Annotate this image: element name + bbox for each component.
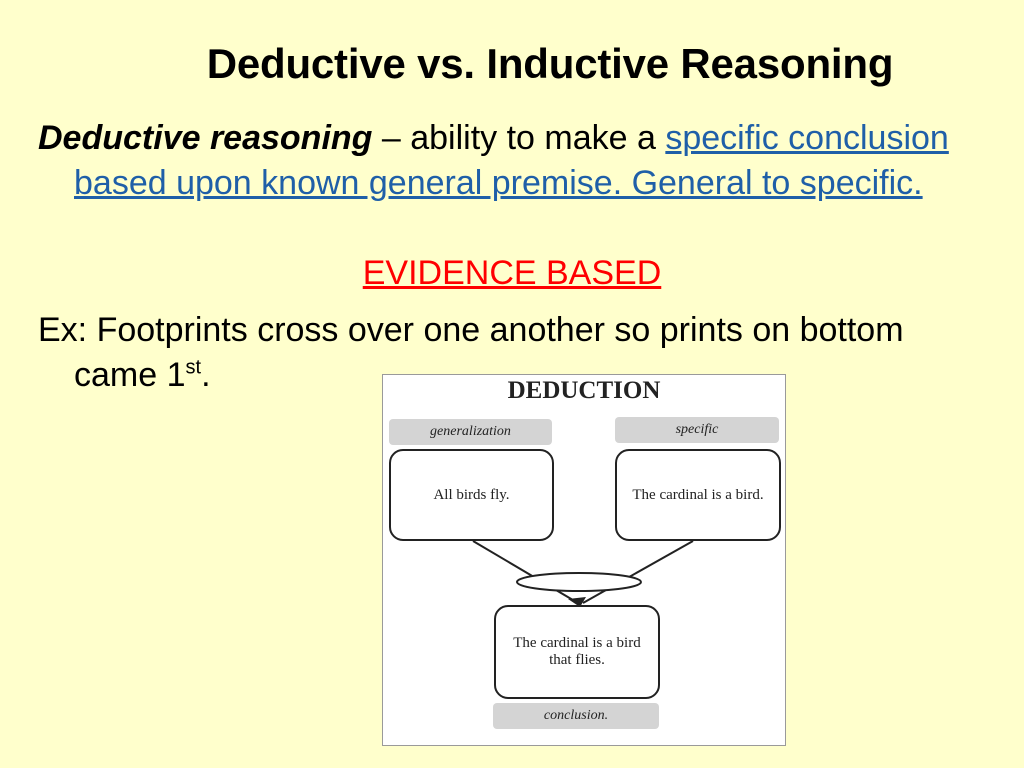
merge-ellipse [516, 572, 642, 592]
slide-title: Deductive vs. Inductive Reasoning [206, 40, 894, 87]
definition-dash: – [372, 119, 411, 157]
example-text: Ex: Footprints cross over one another so… [38, 311, 904, 394]
example-paragraph: Ex: Footprints cross over one another so… [38, 308, 958, 398]
conclusion-box: The cardinal is a bird that flies. [494, 605, 660, 699]
conclusion-tag: conclusion. [493, 703, 659, 729]
evidence-based-heading[interactable]: EVIDENCE BASED [362, 254, 662, 292]
definition-paragraph: Deductive reasoning – ability to make a … [38, 116, 958, 206]
premise-box-general: All birds fly. [389, 449, 554, 541]
definition-link[interactable]: specific conclusion based upon known gen… [74, 119, 949, 202]
connector-arrows [472, 540, 694, 607]
definition-term: Deductive reasoning [38, 119, 373, 157]
arrow-line-left [472, 540, 579, 604]
deduction-diagram: DEDUCTION generalization specific All bi… [382, 374, 786, 746]
example-superscript: st [185, 356, 202, 379]
arrow-head-icon [568, 597, 586, 607]
premise-box-specific: The cardinal is a bird. [615, 449, 781, 541]
definition-text: ability to make a [410, 119, 666, 157]
arrow-line-right [582, 540, 694, 604]
generalization-tag: generalization [389, 419, 552, 445]
specific-tag: specific [615, 417, 779, 443]
diagram-title: DEDUCTION [507, 377, 661, 404]
example-end: . [201, 356, 211, 394]
